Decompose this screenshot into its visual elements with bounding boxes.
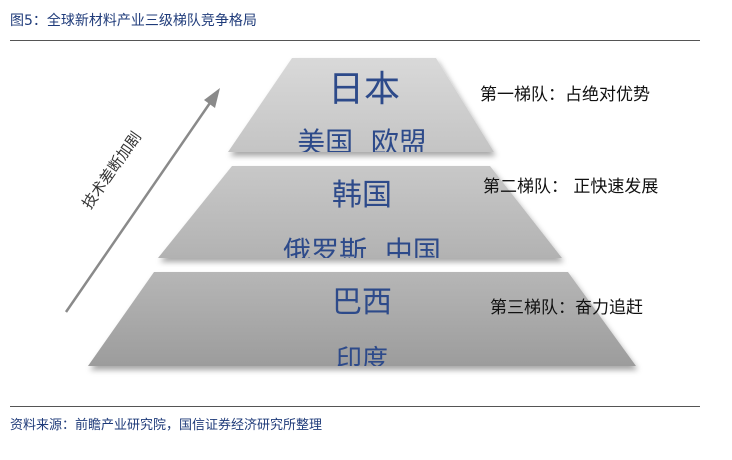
bottom-divider (10, 406, 700, 407)
figure-title: 图5：全球新材料产业三级梯队竞争格局 (10, 13, 257, 29)
trend-arrow-label: 技术差断加剧 (79, 128, 145, 212)
top-divider (10, 40, 700, 41)
tier-2-secondary: 俄罗斯 中国 (283, 235, 441, 268)
tier-1-secondary: 美国 欧盟 (297, 126, 427, 159)
arrow-head-icon (204, 88, 220, 108)
tier-1-label: 第一梯队：占绝对优势 (480, 85, 650, 105)
tier-2-label: 第二梯队： 正快速发展 (483, 177, 658, 197)
tier-2-shape (158, 166, 562, 258)
tier-2: 韩国 俄罗斯 中国 (158, 166, 562, 268)
source-note: 资料来源：前瞻产业研究院，国信证券经济研究所整理 (10, 418, 323, 433)
tier-1: 日本 美国 欧盟 (228, 58, 494, 159)
tier-1-primary: 日本 (328, 69, 400, 110)
tier-3-secondary: 印度 (336, 345, 388, 375)
tier-3: 巴西 印度 (88, 272, 636, 375)
tier-1-shape (228, 58, 494, 152)
tier-2-primary: 韩国 (332, 178, 392, 213)
tier-3-primary: 巴西 (332, 285, 392, 320)
tier-3-label: 第三梯队：奋力追赶 (490, 298, 643, 318)
tier-3-shape (88, 272, 636, 366)
trend-arrow-line (64, 99, 214, 313)
